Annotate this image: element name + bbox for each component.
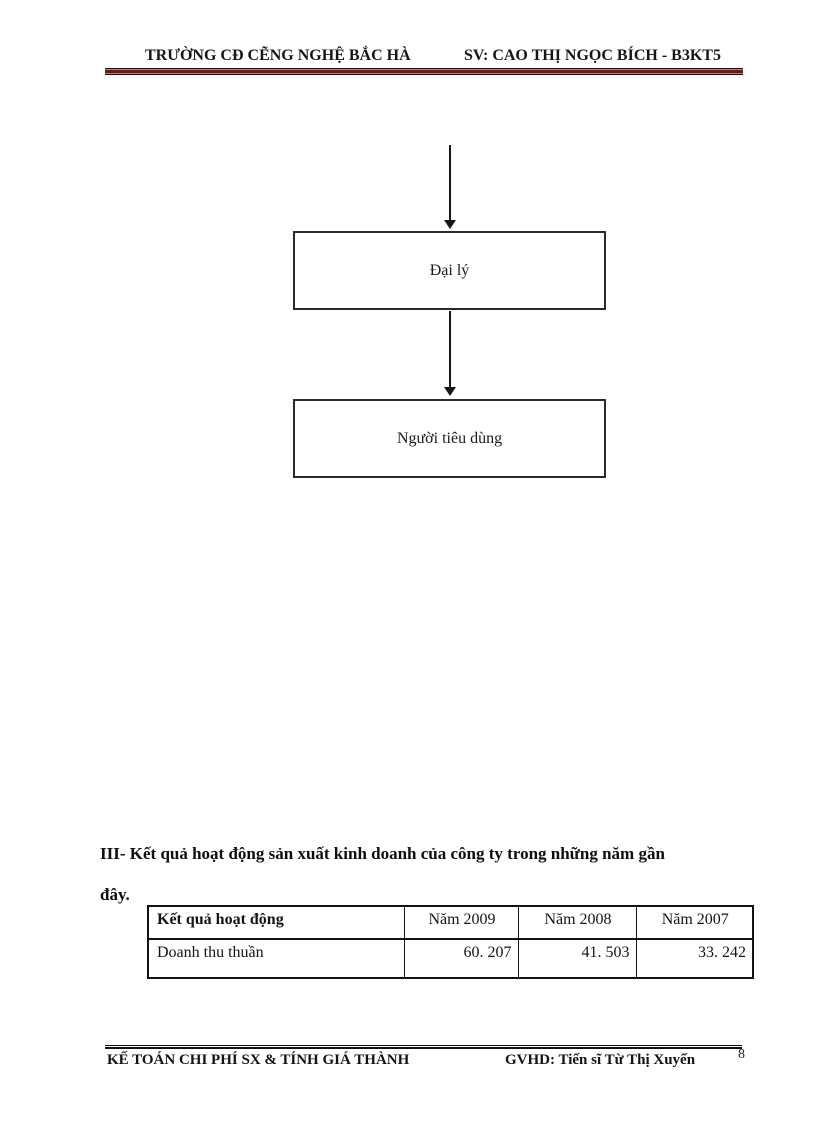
flowchart-box-consumer: Người tiêu dùng	[293, 399, 606, 478]
table-cell-value-2007: 33. 242	[635, 938, 754, 979]
footer-subject-title: KẾ TOÁN CHI PHÍ SX & TÍNH GIÁ THÀNH	[107, 1052, 410, 1068]
table-header-activity: Kết quả hoạt động	[147, 905, 405, 940]
section-heading: III- Kết quả hoạt động sản xuất kinh doa…	[100, 833, 665, 915]
section-heading-line2: đây.	[100, 885, 130, 904]
flowchart-box-agent-label: Đại lý	[429, 261, 470, 279]
table-header-year-2007: Năm 2007	[635, 905, 754, 940]
table-header-row: Kết quả hoạt động Năm 2009 Năm 2008 Năm …	[147, 905, 754, 940]
arrow-down-icon	[449, 145, 451, 221]
flowchart-box-agent: Đại lý	[293, 231, 606, 310]
flowchart-box-consumer-label: Người tiêu dùng	[396, 429, 503, 447]
arrow-down-icon	[449, 311, 451, 388]
section-heading-line1: III- Kết quả hoạt động sản xuất kinh doa…	[100, 844, 665, 863]
table-row: Doanh thu thuần 60. 207 41. 503 33. 242	[147, 938, 754, 979]
table-header-year-2008: Năm 2008	[517, 905, 637, 940]
table-header-year-2009: Năm 2009	[403, 905, 519, 940]
header-school-name: TRƯỜNG CĐ CẼNG NGHỆ BẮC HÀ	[145, 47, 411, 64]
header-rule	[105, 68, 743, 75]
arrow-head-icon	[444, 220, 456, 229]
header-student-name: SV: CAO THỊ NGỌC BÍCH - B3KT5	[464, 47, 721, 64]
footer-advisor: GVHD: Tiến sĩ Từ Thị Xuyến	[505, 1052, 696, 1068]
table-cell-label: Doanh thu thuần	[147, 938, 405, 979]
results-table-wrapper: Kết quả hoạt động Năm 2009 Năm 2008 Năm …	[147, 905, 754, 979]
arrow-head-icon	[444, 387, 456, 396]
results-table: Kết quả hoạt động Năm 2009 Năm 2008 Năm …	[147, 905, 754, 979]
table-cell-value-2008: 41. 503	[517, 938, 637, 979]
footer-rule	[105, 1045, 742, 1049]
page-number: 8	[738, 1047, 745, 1062]
table-cell-value-2009: 60. 207	[403, 938, 519, 979]
